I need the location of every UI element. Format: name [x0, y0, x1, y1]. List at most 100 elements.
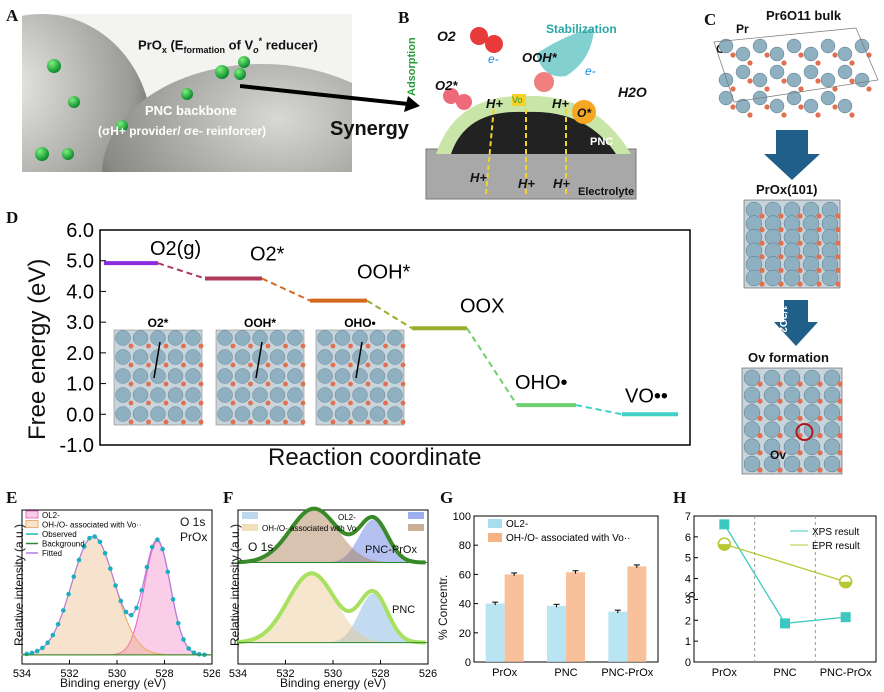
- o-atom: [759, 254, 765, 260]
- b-electron-1: e-: [488, 52, 499, 66]
- d-inset-o-atom: [348, 400, 353, 406]
- d-state-label: VO••: [625, 385, 668, 407]
- d-inset-atom: [317, 330, 333, 346]
- d-ytick-label: 3.0: [66, 312, 94, 334]
- e-title: O 1s: [180, 515, 206, 529]
- d-inset-atom: [252, 406, 268, 422]
- d-inset-atom: [115, 368, 131, 384]
- f-observed-line: [237, 571, 426, 645]
- d-inset-o-atom: [163, 381, 169, 387]
- o-atom: [730, 52, 736, 58]
- d-inset-atom: [234, 406, 251, 422]
- e-observed-point: [76, 557, 82, 563]
- d-inset-atom: [352, 330, 368, 346]
- o-atom: [798, 104, 804, 110]
- o-atom: [837, 433, 843, 439]
- c-defect-slab: [741, 367, 843, 475]
- e-xlabel: Binding energy (eV): [60, 676, 167, 690]
- pr-atom: [820, 90, 836, 106]
- g-ytick-label: 40: [459, 599, 471, 611]
- d-inset-atom: [217, 406, 233, 422]
- e-xtick-label: 534: [13, 668, 31, 680]
- g-category-label: PNC: [554, 667, 577, 679]
- d-inset-atom: [132, 349, 149, 365]
- panel-a-backbone-desc: (σH+ provider/ σe- reinforcer): [98, 124, 267, 138]
- pr-atom: [743, 421, 761, 438]
- d-inset-arrow: [355, 341, 363, 379]
- f-xtick-label: 530: [324, 668, 342, 680]
- d-inset-atom: [352, 387, 368, 403]
- d-inset-o-atom: [365, 419, 371, 425]
- o-atom: [778, 281, 784, 287]
- d-inset-atom: [115, 387, 131, 403]
- e-observed-point: [160, 546, 165, 552]
- pr-atom: [769, 98, 785, 114]
- d-inset-o-atom: [400, 362, 406, 368]
- e-legend-label: OL2-: [42, 511, 60, 520]
- h-xps-point: [840, 612, 851, 623]
- d-inset-o-atom: [265, 381, 271, 387]
- h-epr-point-half: [839, 581, 852, 588]
- h-ytick-label: 4: [685, 574, 691, 586]
- d-inset-atom: [269, 330, 286, 346]
- h-series-line: [724, 543, 846, 583]
- c-ov-label: Ov: [770, 448, 787, 462]
- d-inset-o-atom: [348, 343, 353, 349]
- d-inset-atom: [369, 387, 386, 403]
- d-inset-atom: [115, 349, 131, 365]
- d-inset-atom: [252, 387, 268, 403]
- d-inset-o-atom: [283, 381, 288, 387]
- o-atom: [835, 267, 841, 273]
- d-inset-o-atom: [283, 343, 288, 349]
- o-atom: [777, 450, 783, 456]
- d-inset-o-atom: [230, 400, 236, 406]
- o-atom: [797, 415, 803, 421]
- e-legend-label: Background: [42, 540, 85, 549]
- e-observed-point: [170, 597, 176, 602]
- o-atom: [815, 60, 821, 66]
- d-inset-atom: [150, 368, 166, 384]
- d-inset-o-atom: [128, 400, 134, 406]
- d-inset-atom: [334, 406, 351, 422]
- d-inset-atom: [387, 387, 403, 403]
- d-inset-o-atom: [300, 419, 306, 425]
- c-pr-label: Pr: [736, 22, 749, 36]
- d-inset-o-atom: [300, 343, 306, 349]
- d-inset-atom: [234, 349, 251, 365]
- e-observed-point: [66, 591, 71, 597]
- d-connector: [466, 327, 518, 406]
- d-xlabel: Reaction coordinate: [268, 444, 482, 471]
- d-ytick-label: 4.0: [66, 281, 94, 303]
- g-ylabel: % Concentr.: [436, 574, 450, 640]
- d-inset-o-atom: [230, 419, 236, 425]
- o-atom: [797, 381, 803, 387]
- d-inset-o-atom: [348, 362, 353, 368]
- d-inset-o-atom: [198, 343, 204, 349]
- o-atom: [797, 450, 803, 456]
- g-legend-label: OH-/O- associated with Vo··: [506, 533, 630, 544]
- d-inset-o-atom: [181, 381, 186, 387]
- d-inset-o-atom: [181, 400, 186, 406]
- g-category-label: PrOx: [492, 667, 518, 679]
- pr-atom: [783, 369, 801, 387]
- o-atom: [778, 254, 784, 260]
- h-ylabel: δ: [684, 591, 699, 598]
- pr-atom: [803, 64, 819, 80]
- o-atom: [817, 450, 823, 456]
- o-atom: [777, 467, 783, 473]
- d-inset-atom: [387, 330, 403, 346]
- d-inset-atom: [369, 349, 386, 365]
- pr-atom: [743, 404, 761, 421]
- d-ytick-label: 1.0: [66, 374, 94, 396]
- d-inset-atom: [132, 387, 149, 403]
- c-arrow-1: [764, 130, 820, 180]
- pr-atom: [783, 404, 801, 421]
- e-observed-point: [118, 598, 124, 604]
- b-ooh: OOH*: [522, 50, 557, 65]
- d-inset-o-atom: [400, 419, 406, 425]
- panel-a-title: PrOx (Eformation of Vo* reducer): [138, 36, 318, 55]
- f-peak-fill: [238, 508, 428, 563]
- o-atom: [747, 60, 753, 66]
- d-inset-atom: [387, 349, 403, 365]
- d-inset-o-atom: [248, 419, 253, 425]
